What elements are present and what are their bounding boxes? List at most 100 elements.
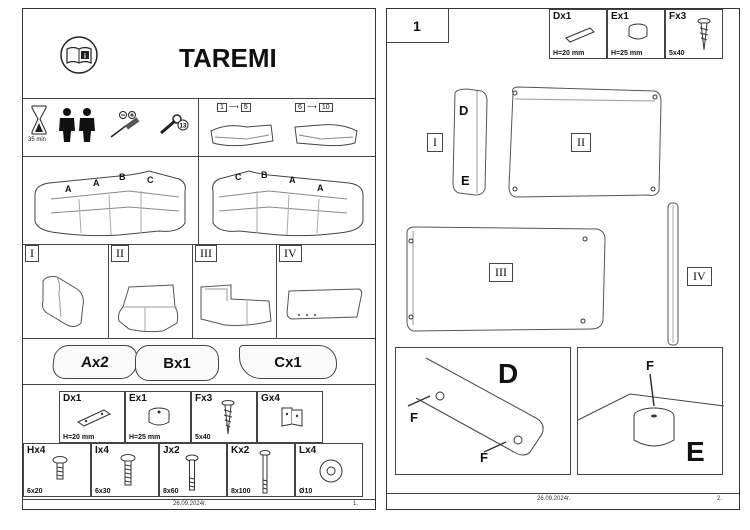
hardware-name: Gx4 xyxy=(261,393,280,404)
screw-label: F xyxy=(480,450,488,465)
bolt-icon xyxy=(185,454,199,491)
hardware-e: Ex1 H=25 mm xyxy=(125,391,191,443)
detail-e-panel: F E xyxy=(577,347,725,475)
bracket-icon xyxy=(281,407,303,427)
hardware-name: Lx4 xyxy=(299,445,317,456)
instruction-page-2: 1 Dx1 H=20 mm Ex1 H=25 mm Fx3 5x40 D E I xyxy=(386,8,740,510)
page-number: 2. xyxy=(717,496,723,502)
instruction-page-1: i TAREMI 35 min 13 1 xyxy=(22,8,376,510)
footer-divider xyxy=(23,499,375,500)
cushion-label: B xyxy=(119,172,126,182)
washer-icon xyxy=(319,459,343,483)
hardware-size: 5x40 xyxy=(669,50,685,57)
wood-screw-icon xyxy=(221,400,235,435)
svg-text:i: i xyxy=(84,52,86,60)
hardware-size: H=20 mm xyxy=(553,50,585,57)
screw-label: F xyxy=(410,410,418,425)
manual-info-icon: i xyxy=(60,36,98,74)
assembly-time: 35 min xyxy=(28,137,47,143)
part-c: Cx1 xyxy=(239,345,337,379)
hardware-size: 5x40 xyxy=(195,434,211,441)
two-people-icon xyxy=(59,108,95,142)
hardware-size: 6x30 xyxy=(95,488,111,495)
part-a: Ax2 xyxy=(51,345,139,379)
part-b: Bx1 xyxy=(135,345,219,381)
wrench-size-badge: 13 xyxy=(180,124,187,130)
part-label: III xyxy=(489,263,513,282)
hardware-h: Hx4 6x20 xyxy=(23,443,91,497)
hardware-size: H=25 mm xyxy=(129,434,161,441)
hardware-f: Fx3 5x40 xyxy=(191,391,257,443)
hardware-name: Dx1 xyxy=(63,393,82,404)
screwdriver-icon xyxy=(110,111,140,138)
step-overview-section: 1 ⟶ 5 6 ⟶ 10 xyxy=(199,99,375,157)
bolt-icon xyxy=(120,454,136,486)
hardware-size: H=20 mm xyxy=(63,434,95,441)
footer-date: 26.09.2024г. xyxy=(537,496,571,502)
hourglass-icon xyxy=(31,105,47,135)
hardware-name: Hx4 xyxy=(27,445,46,456)
footer-date: 26.09.2024г. xyxy=(173,501,207,507)
hardware-g: Gx4 xyxy=(257,391,323,443)
wrench-icon: 13 xyxy=(160,114,189,135)
module-sketch-iii xyxy=(200,284,272,326)
foot-e-mount-drawing xyxy=(577,373,725,447)
hardware-size: 8x100 xyxy=(231,488,251,495)
hardware-j: Jx2 8x60 xyxy=(159,443,227,497)
module-panel-2: II xyxy=(109,245,193,339)
hardware-size: H=25 mm xyxy=(611,50,643,57)
wood-screw-icon xyxy=(697,18,711,51)
hardware-f: Fx3 5x40 xyxy=(665,9,723,59)
hardware-name: Jx2 xyxy=(163,445,180,456)
leg-position-d: D xyxy=(459,103,469,118)
corner-sofa-sketch-left xyxy=(34,170,186,237)
title-section: i TAREMI xyxy=(23,9,375,99)
hardware-name: Fx3 xyxy=(669,11,687,22)
panel-label: III xyxy=(195,245,217,262)
hardware-l: Lx4 Ø10 xyxy=(295,443,363,497)
step-number: 1 xyxy=(413,18,421,34)
module-panel-4: IV xyxy=(277,245,375,339)
part-ii-drawing xyxy=(508,86,662,198)
cushion-label: A xyxy=(289,175,296,185)
detail-d-panel: D F F xyxy=(395,347,571,475)
cushion-label: A xyxy=(65,184,72,194)
round-foot-icon xyxy=(148,407,170,426)
hardware-d: Dx1 H=20 mm xyxy=(59,391,125,443)
hardware-name: Kx2 xyxy=(231,445,250,456)
product-title: TAREMI xyxy=(179,43,277,73)
hardware-size: 8x60 xyxy=(163,488,179,495)
module-panel-3: III xyxy=(193,245,277,339)
module-sketch-i xyxy=(42,276,84,328)
part-iii-drawing xyxy=(406,226,606,332)
hardware-name: Dx1 xyxy=(553,11,572,22)
hardware-size: 6x20 xyxy=(27,488,43,495)
hardware-name: Ix4 xyxy=(95,445,109,456)
hardware-name: Ex1 xyxy=(611,11,629,22)
detail-title: E xyxy=(686,436,705,467)
step-range-1: 1 ⟶ 5 xyxy=(217,103,251,112)
long-bolt-icon xyxy=(259,450,271,494)
panel-label: I xyxy=(25,245,39,262)
part-label: IV xyxy=(687,267,712,286)
hardware-size: Ø10 xyxy=(299,488,313,495)
module-sketch-iv xyxy=(286,288,363,320)
leg-block-icon xyxy=(76,409,112,427)
panel-label: IV xyxy=(279,245,302,262)
cushion-label: B xyxy=(261,170,268,180)
step-range-2: 6 ⟶ 10 xyxy=(295,103,333,112)
hardware-e: Ex1 H=25 mm xyxy=(607,9,665,59)
cushion-label: C xyxy=(147,175,154,185)
corner-sofa-sketch-right xyxy=(212,170,364,237)
detail-title: D xyxy=(498,358,519,389)
sofa-sketch-small-2 xyxy=(294,124,358,147)
sofa-config-left: A A B C xyxy=(23,157,199,245)
hardware-k: Kx2 8x100 xyxy=(227,443,295,497)
footer-divider xyxy=(387,493,739,494)
sofa-sketch-small-1 xyxy=(210,124,274,147)
part-label: II xyxy=(571,133,591,152)
sofa-config-right: C B A A xyxy=(199,157,375,245)
part-label: I xyxy=(427,133,443,152)
cushion-label: A xyxy=(93,178,100,188)
parts-section: Ax2 Bx1 Cx1 xyxy=(23,339,375,385)
